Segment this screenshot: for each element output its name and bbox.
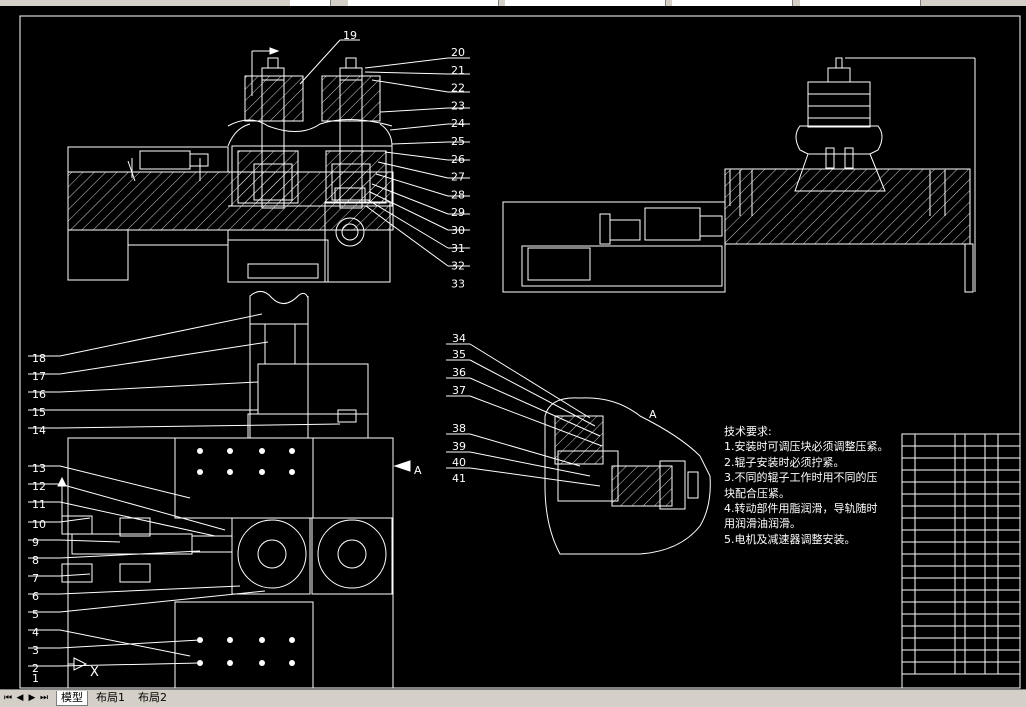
note-item: 2.辊子安装时必须拧紧。 — [724, 455, 845, 469]
balloon-15: 15 — [32, 406, 46, 419]
note-item: 4.转动部件用脂润滑，导轨随时 — [724, 501, 878, 515]
detail-a-label: A — [649, 408, 657, 421]
balloon-2: 2 — [32, 662, 39, 675]
plan-view — [57, 291, 411, 689]
balloon-26: 26 — [451, 153, 465, 166]
linetype-dropdown[interactable] — [672, 0, 793, 6]
tab-model[interactable]: 模型 — [56, 691, 88, 706]
balloon-36: 36 — [452, 366, 466, 379]
balloon-25: 25 — [451, 135, 465, 148]
balloon-27: 27 — [451, 171, 465, 184]
balloon-13: 13 — [32, 462, 46, 475]
balloon-32: 32 — [451, 260, 465, 273]
balloon-30: 30 — [451, 224, 465, 237]
balloon-24: 24 — [451, 117, 465, 130]
technical-requirements: 技术要求: 1.安装时可调压块必须调整压紧。 2.辊子安装时必须拧紧。 3.不同… — [724, 424, 889, 547]
balloon-21: 21 — [451, 64, 465, 77]
balloon-35: 35 — [452, 348, 466, 361]
notes-title: 技术要求: — [724, 425, 772, 438]
balloon-28: 28 — [451, 188, 465, 201]
balloon-40: 40 — [452, 456, 466, 469]
layout-tab-bar: ⏮ ◀ ▶ ⏭ 模型 布局1 布局2 — [0, 689, 1026, 707]
tab-layout1[interactable]: 布局1 — [96, 691, 125, 704]
balloon-11: 11 — [32, 498, 46, 511]
toolbar-strip — [0, 0, 1026, 6]
balloon-14: 14 — [32, 424, 46, 437]
note-item: 块配合压紧。 — [724, 486, 790, 500]
side-view — [502, 57, 976, 293]
balloon-6: 6 — [32, 590, 39, 603]
toolbar-control[interactable] — [290, 0, 331, 6]
balloon-4: 4 — [32, 626, 39, 639]
note-item: 5.电机及减速器调整安装。 — [724, 532, 856, 546]
balloon-16: 16 — [32, 388, 46, 401]
balloon-39: 39 — [452, 440, 466, 453]
view-direction-label: A — [414, 464, 422, 477]
title-block — [901, 433, 1021, 689]
tab-layout2[interactable]: 布局2 — [138, 691, 167, 704]
balloon-20: 20 — [451, 46, 465, 59]
cad-drawing: 1920212223242526272829303132331817161514… — [19, 15, 1021, 689]
bolt-grid — [197, 448, 295, 666]
balloon-8: 8 — [32, 554, 39, 567]
note-item: 用润滑油润滑。 — [724, 517, 801, 531]
balloon-38: 38 — [452, 422, 466, 435]
lineweight-dropdown[interactable] — [800, 0, 921, 6]
color-dropdown[interactable] — [505, 0, 666, 6]
x-axis-label: X — [90, 665, 99, 680]
balloon-7: 7 — [32, 572, 39, 585]
balloon-5: 5 — [32, 608, 39, 621]
last-icon[interactable]: ⏭ — [39, 693, 49, 703]
note-item: 1.安装时可调压块必须调整压紧。 — [724, 440, 889, 454]
next-icon[interactable]: ▶ — [28, 693, 36, 703]
balloon-9: 9 — [32, 536, 39, 549]
balloon-33: 33 — [451, 277, 465, 290]
balloon-3: 3 — [32, 644, 39, 657]
balloon-37: 37 — [452, 384, 466, 397]
note-item: 3.不同的辊子工作时用不同的压 — [724, 471, 878, 485]
horizontal-scrollbar[interactable] — [180, 693, 1026, 704]
balloon-17: 17 — [32, 370, 46, 383]
layer-dropdown[interactable] — [348, 0, 499, 6]
balloon-22: 22 — [451, 82, 465, 95]
balloon-31: 31 — [451, 242, 465, 255]
balloon-41: 41 — [452, 472, 466, 485]
leaders-left — [28, 313, 341, 667]
balloon-1: 1 — [32, 672, 39, 685]
first-icon[interactable]: ⏮ — [3, 693, 13, 703]
leaders-top — [299, 39, 470, 267]
front-view — [67, 47, 394, 283]
balloon-19: 19 — [343, 29, 357, 42]
balloon-12: 12 — [32, 480, 46, 493]
prev-icon[interactable]: ◀ — [16, 693, 24, 703]
balloon-10: 10 — [32, 518, 46, 531]
balloon-23: 23 — [451, 99, 465, 112]
balloon-labels: 1920212223242526272829303132331817161514… — [32, 29, 466, 685]
balloon-29: 29 — [451, 206, 465, 219]
balloon-34: 34 — [452, 332, 466, 345]
detail-a — [446, 343, 711, 555]
balloon-18: 18 — [32, 352, 46, 365]
